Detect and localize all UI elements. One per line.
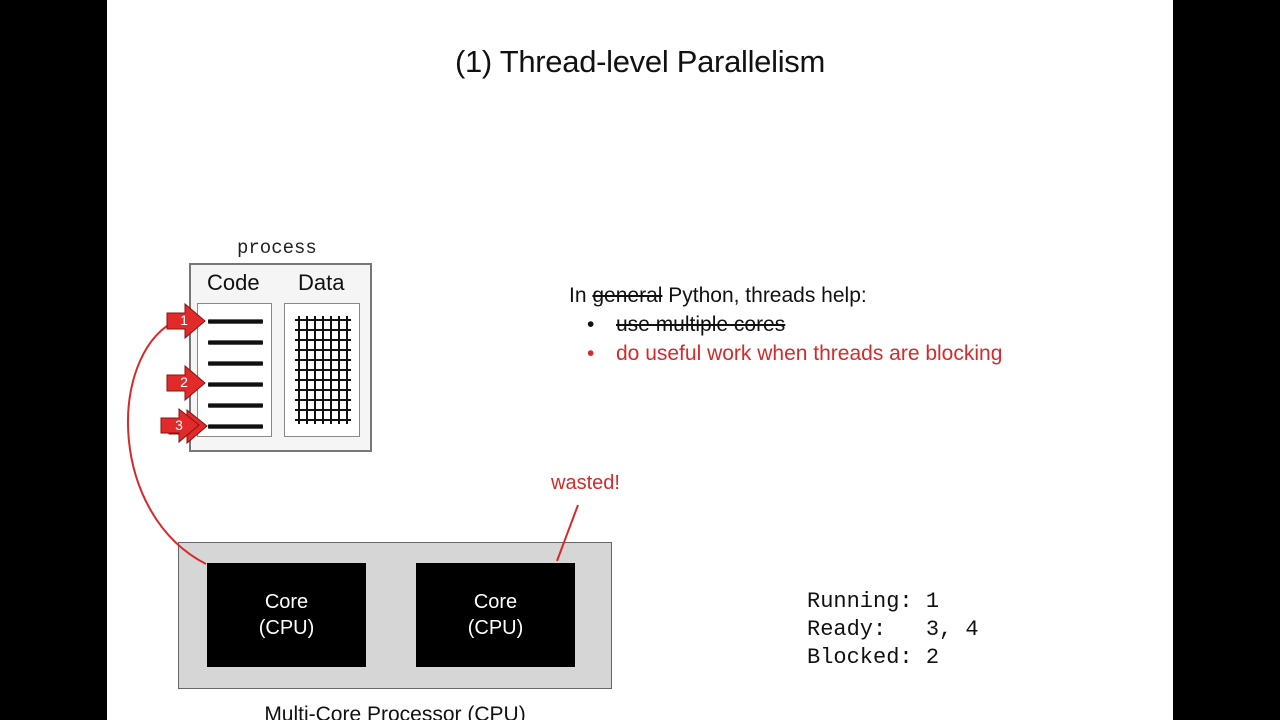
intro-suffix: Python, threads help: [662,284,867,307]
bullet-1-text: use multiple cores [616,313,786,336]
core-1-label-line1: Core [264,591,309,613]
status-ready-row: Ready: 3, 4 [807,616,979,644]
code-line [208,404,263,407]
code-panel [197,303,272,437]
wasted-note: wasted! [551,472,620,494]
bullet-item-2: • do useful work when threads are blockin… [587,342,1002,366]
code-line [208,341,263,344]
blocked-label: Blocked: [807,645,913,670]
bullet-2-text: do useful work when threads are blocking [616,342,1003,365]
code-line [208,362,263,365]
intro-struck-word: general [592,284,663,307]
status-blocked-row: Blocked: 2 [807,644,979,672]
thread-marker-3: 3 [175,417,183,433]
core-2-label-line1: Core [473,591,518,613]
data-label: Data [298,270,345,295]
bullets-intro: In general Python, threads help: [569,284,867,308]
process-label: process [237,237,317,259]
data-grid-icon [295,316,351,424]
slide: (1) Thread-level Parallelism process Cod… [107,0,1173,720]
code-line [208,425,263,428]
code-line [208,383,263,386]
data-panel [284,303,360,437]
core-1-label-line2: (CPU) [258,617,315,639]
code-line [208,320,263,323]
status-running-row: Running: 1 [807,588,979,616]
blocked-value: 2 [925,645,940,670]
bullet-item-1: • use multiple cores [587,313,785,337]
running-value: 1 [925,589,940,614]
running-label: Running: [807,589,913,614]
ready-value: 3, 4 [925,617,979,642]
processor-label: Multi-Core Processor (CPU) [264,703,526,720]
slide-title: (1) Thread-level Parallelism [454,44,826,79]
intro-prefix: In [569,284,593,307]
ready-label: Ready: [807,617,887,642]
core-2: Core (CPU) [416,563,575,667]
thread-marker-1: 1 [180,312,188,328]
thread-marker-2: 2 [180,374,188,390]
core-2-label-line2: (CPU) [467,617,524,639]
bullet-dot-icon: • [587,313,595,336]
code-label: Code [207,270,260,295]
core-1: Core (CPU) [207,563,366,667]
bullet-dot-icon: • [587,342,595,365]
